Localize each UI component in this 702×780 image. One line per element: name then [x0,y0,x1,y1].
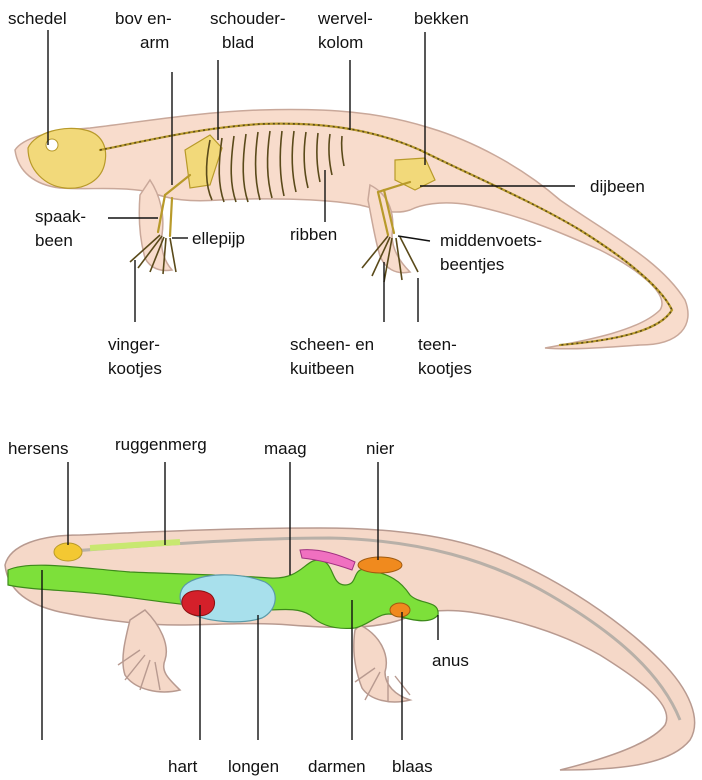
label-dijbeen: dijbeen [590,177,645,196]
label-vingerkootjes-2: kootjes [108,359,162,378]
label-bekken: bekken [414,9,469,28]
label-spaakbeen-1: spaak- [35,207,86,226]
label-wervelkolom-2: kolom [318,33,363,52]
skeleton-body-outline [15,110,688,349]
heart-organ [182,591,215,616]
brain-organ [54,543,82,561]
organs-illustration [5,528,695,770]
label-vingerkootjes-1: vinger- [108,335,160,354]
bladder-organ [390,603,410,617]
label-anus: anus [432,651,469,670]
label-schedel: schedel [8,9,67,28]
label-hart: hart [168,757,198,776]
label-middenvoetsbeentjes-1: middenvoets- [440,231,542,250]
ulna-bone [170,198,172,236]
label-wervelkolom-1: wervel- [317,9,373,28]
label-ribben: ribben [290,225,337,244]
label-hersens: hersens [8,439,68,458]
label-scheen-2: kuitbeen [290,359,354,378]
label-darmen: darmen [308,757,366,776]
label-blaas: blaas [392,757,433,776]
label-nier: nier [366,439,395,458]
label-middenvoetsbeentjes-2: beentjes [440,255,504,274]
label-ruggenmerg: ruggenmerg [115,435,207,454]
label-scheen-1: scheen- en [290,335,374,354]
label-teenkootjes-1: teen- [418,335,457,354]
label-teenkootjes-2: kootjes [418,359,472,378]
label-ellepijp: ellepijp [192,229,245,248]
label-bovenarm-1: bov en- [115,9,172,28]
label-schouderblad-1: schouder- [210,9,286,28]
label-maag: maag [264,439,307,458]
kidney-organ [358,557,402,573]
label-spaakbeen-2: been [35,231,73,250]
label-schouderblad-2: blad [222,33,254,52]
label-longen: longen [228,757,279,776]
label-bovenarm-2: arm [140,33,169,52]
skeleton-illustration [15,110,688,349]
